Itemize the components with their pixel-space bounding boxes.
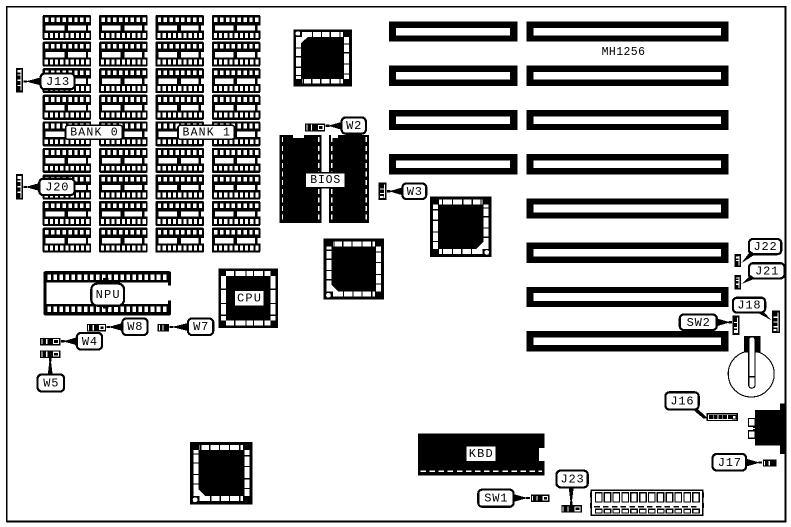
svg-text:W2: W2 xyxy=(346,119,362,133)
svg-text:J13: J13 xyxy=(46,75,70,89)
svg-text:SW1: SW1 xyxy=(484,492,508,506)
svg-text:W3: W3 xyxy=(407,185,423,199)
svg-text:SW2: SW2 xyxy=(687,316,711,330)
svg-text:J16: J16 xyxy=(670,394,694,408)
svg-text:BANK 1: BANK 1 xyxy=(182,126,231,139)
svg-text:J18: J18 xyxy=(737,299,761,313)
svg-text:J20: J20 xyxy=(45,181,69,195)
svg-text:BIOS: BIOS xyxy=(310,174,341,187)
svg-text:CPU: CPU xyxy=(237,292,262,306)
svg-text:W8: W8 xyxy=(127,320,143,334)
svg-text:NPU: NPU xyxy=(96,288,121,302)
svg-text:J22: J22 xyxy=(753,240,777,254)
svg-text:BANK 0: BANK 0 xyxy=(70,126,119,139)
svg-text:J23: J23 xyxy=(560,473,584,487)
svg-text:W7: W7 xyxy=(193,320,209,334)
svg-text:W4: W4 xyxy=(82,335,98,349)
svg-text:MH1256: MH1256 xyxy=(602,46,646,59)
svg-text:J21: J21 xyxy=(755,264,779,278)
svg-text:W5: W5 xyxy=(43,377,59,391)
svg-text:KBD: KBD xyxy=(469,447,494,461)
svg-text:J17: J17 xyxy=(718,456,742,470)
